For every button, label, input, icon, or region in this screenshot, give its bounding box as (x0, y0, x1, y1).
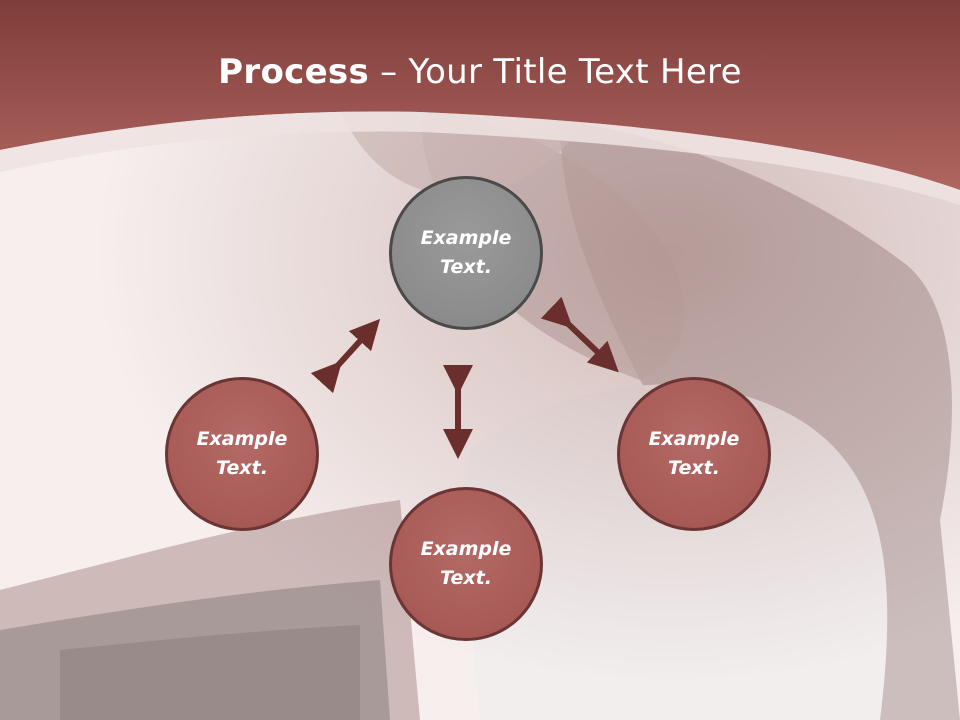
node-right-line2: Text. (668, 457, 720, 479)
slide-title: Process – Your Title Text Here (0, 52, 960, 92)
node-bottom-line2: Text. (440, 567, 492, 589)
title-rest: – Your Title Text Here (369, 52, 742, 92)
title-bold: Process (218, 52, 370, 92)
node-right: Example Text. (617, 377, 771, 531)
node-left-line2: Text. (216, 457, 268, 479)
node-top-line1: Example (420, 227, 512, 249)
node-top: Example Text. (389, 176, 543, 330)
node-bottom: Example Text. (389, 487, 543, 641)
node-top-line2: Text. (440, 256, 492, 278)
node-right-line1: Example (648, 428, 740, 450)
node-left-line1: Example (196, 428, 288, 450)
node-bottom-line1: Example (420, 538, 512, 560)
node-left: Example Text. (165, 377, 319, 531)
